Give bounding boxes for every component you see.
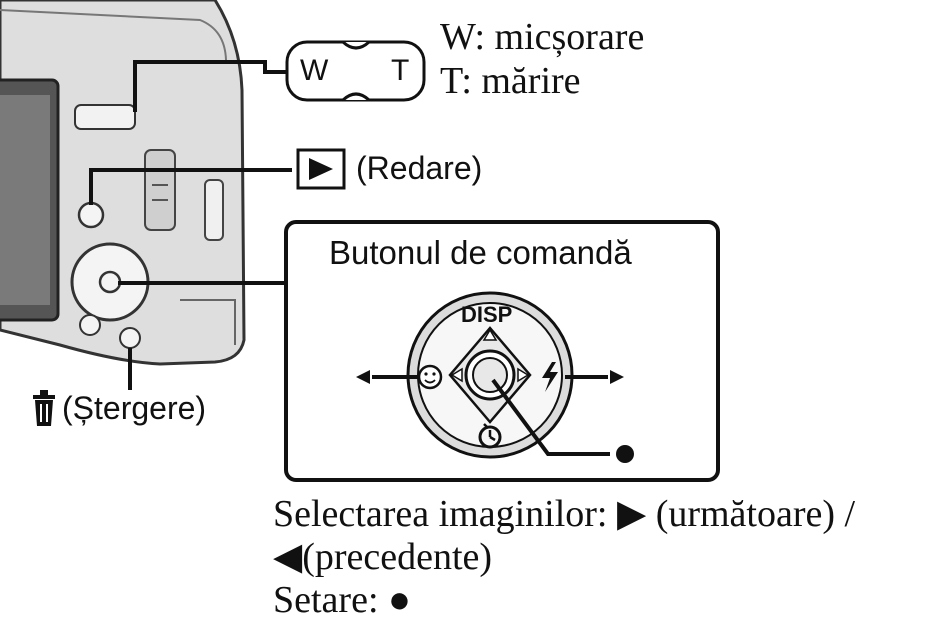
zoom-t-text: T: mărire [440,60,581,102]
disp-label: DISP [461,302,513,327]
zoom-t-key: T [391,54,410,87]
playback-leader-line [89,168,292,205]
instruction-previous: ◀(precedente) [273,536,493,578]
trash-icon [33,390,55,426]
zoom-w-key: W [300,54,329,87]
play-icon [296,148,346,190]
face-icon [417,364,443,390]
zoom-w-text: W: micșorare [440,16,645,58]
playback-button-on-camera [77,201,105,229]
delete-button-on-camera [119,327,141,349]
delete-label: (Ștergere) [62,390,207,426]
zoom-lever-callout [133,40,426,112]
center-dot-icon [616,445,634,463]
playback-label: (Redare) [356,150,483,186]
control-button-box [118,220,720,482]
flash-icon [542,362,558,392]
self-timer-icon [478,423,502,449]
instruction-set: Setare: ● [273,579,411,621]
left-arrow-icon [356,370,370,384]
right-arrow-icon [610,370,624,384]
control-button-title: Butonul de comandă [329,234,632,271]
instruction-select: Selectarea imaginilor: ▶ (următoare) / [273,493,856,535]
camera-body [0,0,246,366]
